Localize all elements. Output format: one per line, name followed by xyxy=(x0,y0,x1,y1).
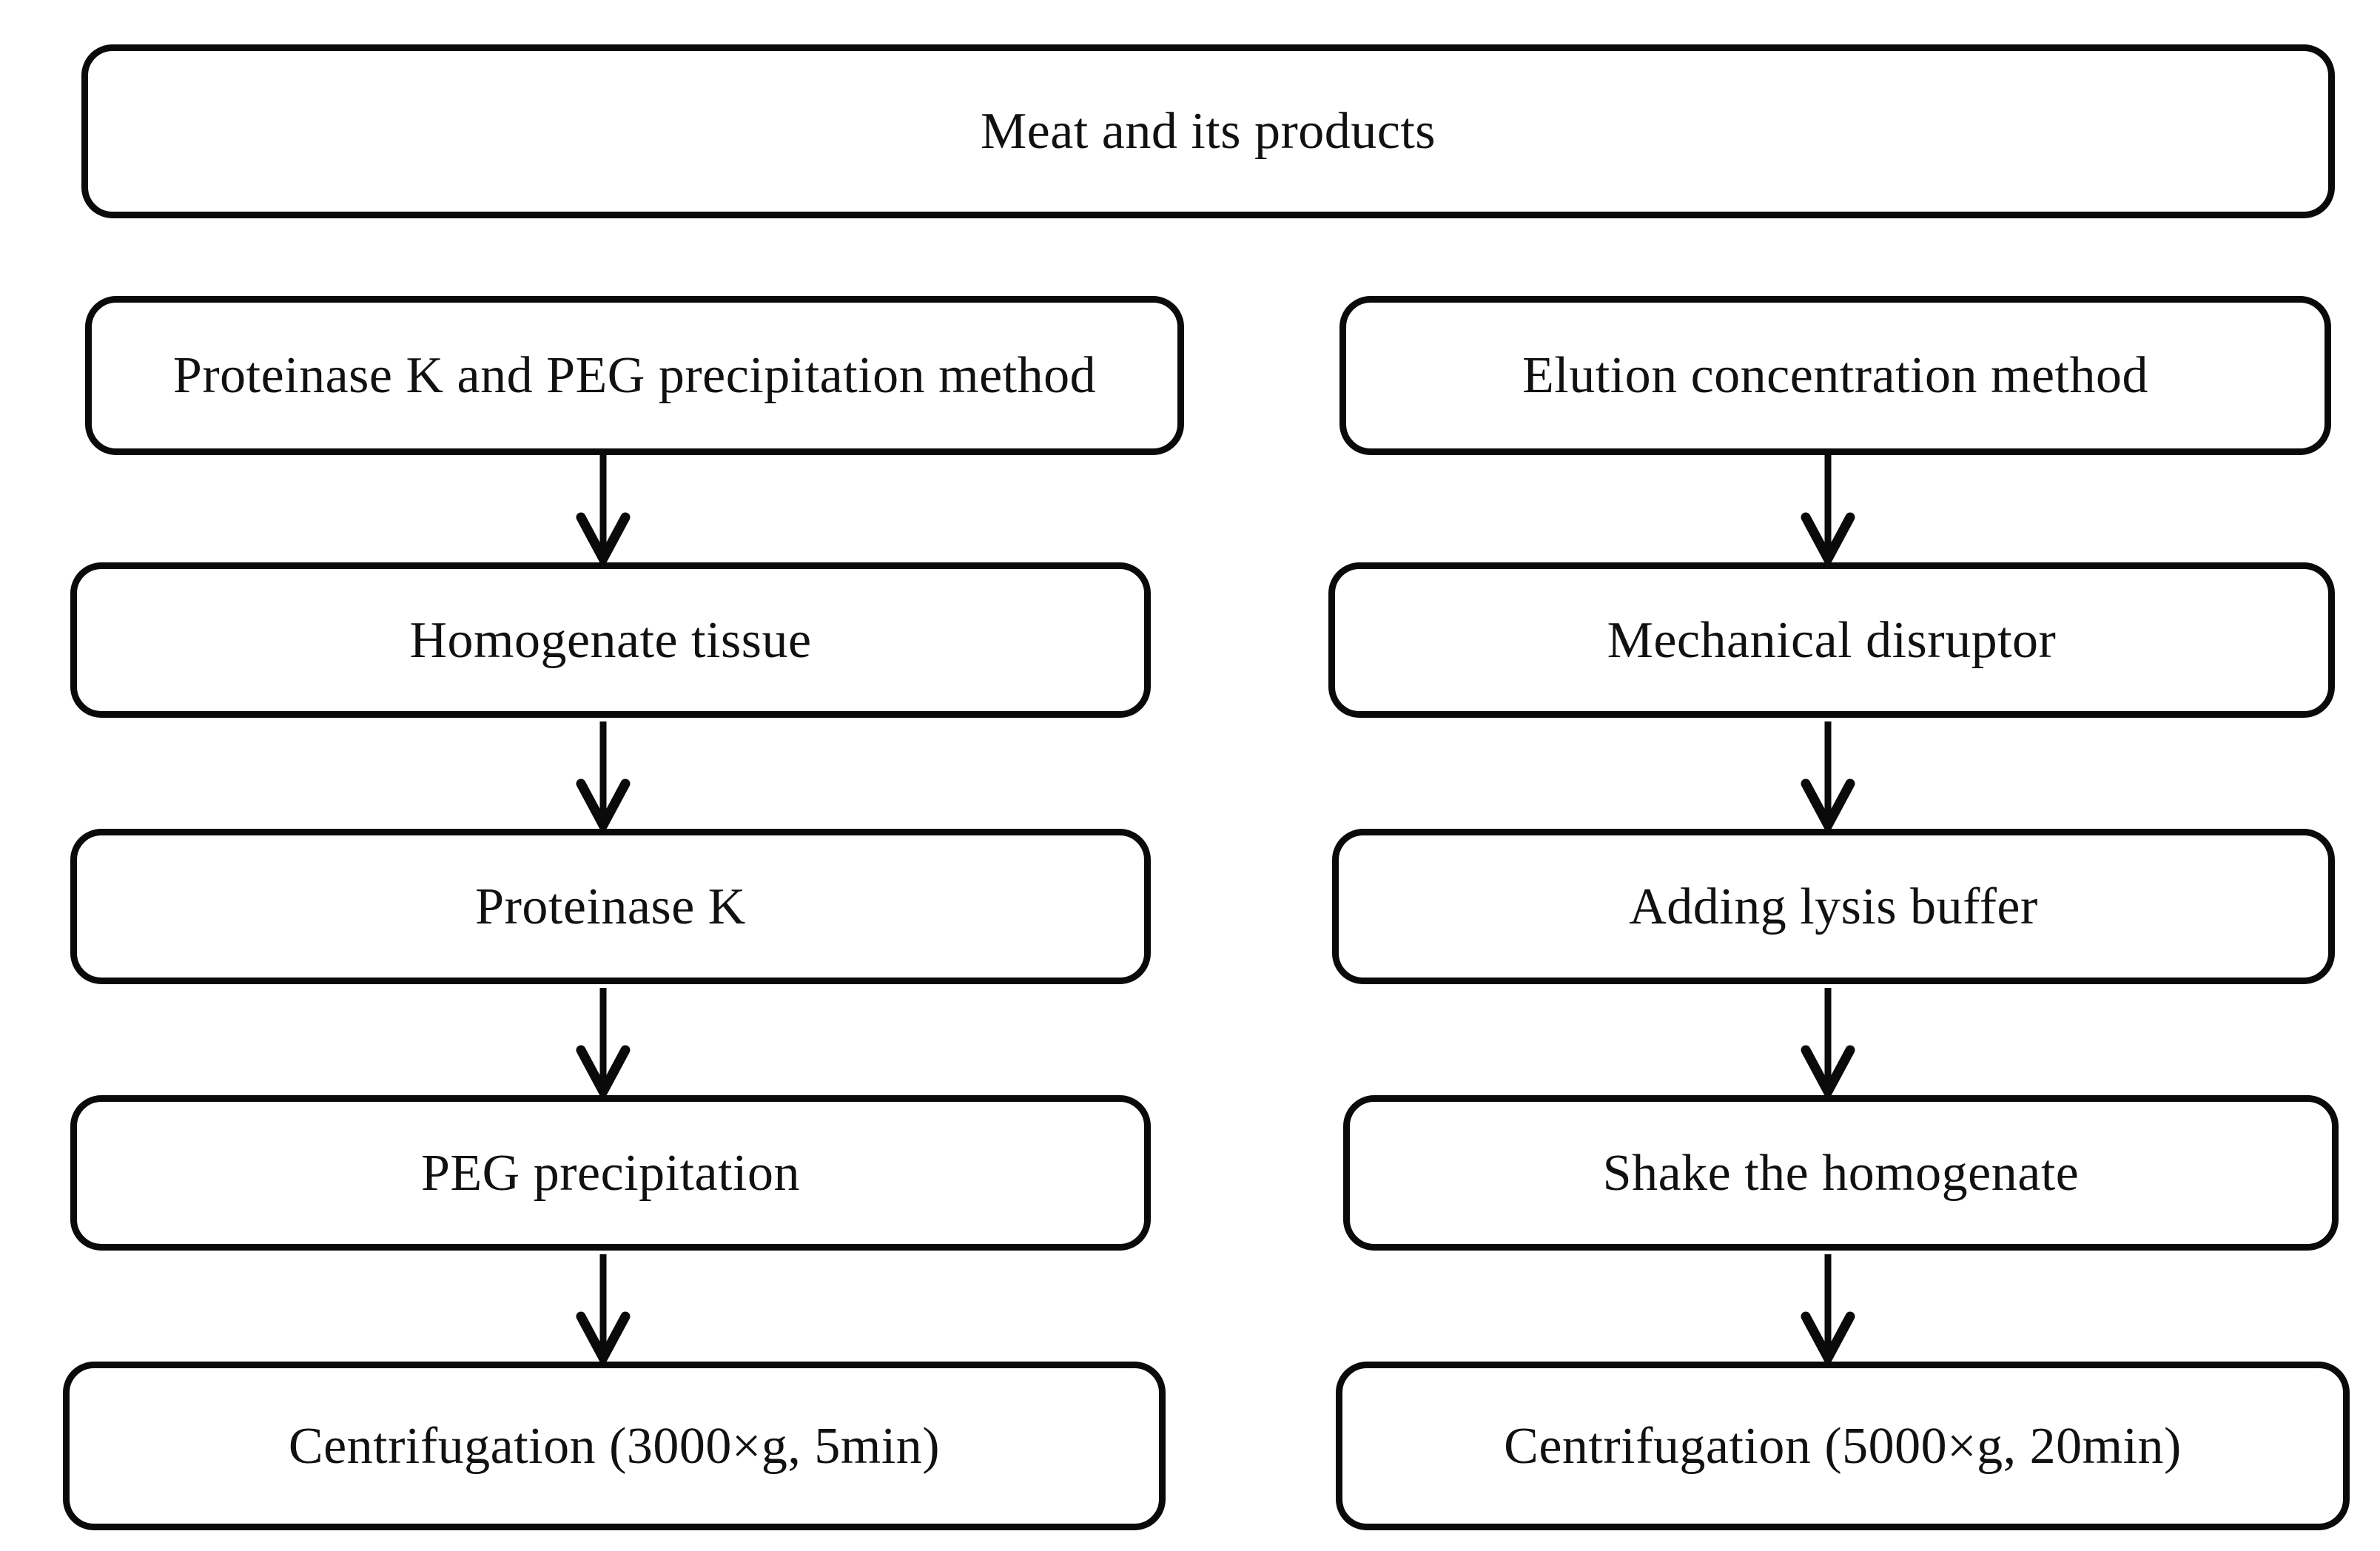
node-label: Centrifugation (5000×g, 20min) xyxy=(1504,1417,2182,1475)
node-adding-lysis-buffer: Adding lysis buffer xyxy=(1332,829,2335,984)
node-proteinase-k-peg-method: Proteinase K and PEG precipitation metho… xyxy=(85,296,1184,455)
node-meat-and-its-products: Meat and its products xyxy=(81,44,2335,218)
node-shake-the-homogenate: Shake the homogenate xyxy=(1343,1095,2339,1251)
node-label: Elution concentration method xyxy=(1522,347,2148,404)
arrow-down-icon xyxy=(1801,988,1855,1095)
node-label: Mechanical disruptor xyxy=(1607,611,2057,669)
node-mechanical-disruptor: Mechanical disruptor xyxy=(1328,562,2335,718)
arrow-down-icon xyxy=(1801,455,1855,562)
node-centrifugation-5000g: Centrifugation (5000×g, 20min) xyxy=(1336,1362,2350,1530)
arrow-down-icon xyxy=(576,1254,631,1362)
arrow-down-icon xyxy=(1801,1254,1855,1362)
node-label: Proteinase K and PEG precipitation metho… xyxy=(172,347,1097,404)
node-peg-precipitation: PEG precipitation xyxy=(70,1095,1151,1251)
node-label: Adding lysis buffer xyxy=(1629,878,2038,935)
arrow-down-icon xyxy=(1801,721,1855,829)
node-label: PEG precipitation xyxy=(420,1144,800,1202)
arrow-down-icon xyxy=(576,988,631,1095)
node-proteinase-k: Proteinase K xyxy=(70,829,1151,984)
node-label: Homogenate tissue xyxy=(409,611,812,669)
node-elution-concentration-method: Elution concentration method xyxy=(1339,296,2331,455)
arrow-down-icon xyxy=(576,455,631,562)
node-label: Centrifugation (3000×g, 5min) xyxy=(288,1417,941,1475)
node-centrifugation-3000g: Centrifugation (3000×g, 5min) xyxy=(63,1362,1166,1530)
node-label: Meat and its products xyxy=(980,103,1436,160)
node-label: Proteinase K xyxy=(475,878,746,935)
node-label: Shake the homogenate xyxy=(1602,1144,2080,1202)
arrow-down-icon xyxy=(576,721,631,829)
node-homogenate-tissue: Homogenate tissue xyxy=(70,562,1151,718)
